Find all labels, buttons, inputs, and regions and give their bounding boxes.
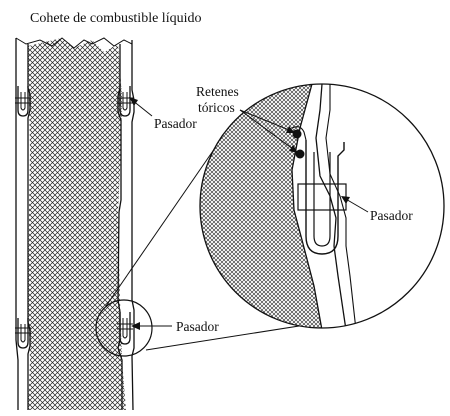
joint-upper-left — [15, 86, 31, 117]
label-orings-line1: Retenes — [196, 84, 239, 99]
label-pin-lower: Pasador — [176, 319, 219, 334]
oring-upper — [292, 129, 302, 139]
magnifier-line-upper — [105, 131, 227, 307]
label-pin-detail: Pasador — [370, 208, 413, 223]
detail-clevis — [305, 140, 345, 255]
leaders — [129, 97, 369, 330]
rocket-body — [15, 37, 135, 411]
oring-lower — [295, 149, 305, 159]
right-inner-wall — [117, 44, 123, 410]
torn-top-edge — [15, 37, 133, 49]
detail-tang — [313, 152, 331, 247]
left-inner-wall — [27, 44, 31, 410]
propellant-hatch — [28, 38, 126, 410]
arrow-pin-upper — [129, 97, 138, 106]
joint-lower-left — [15, 318, 31, 349]
arrow-oring-upper — [286, 126, 295, 133]
joint-lower-right — [117, 312, 133, 345]
arrow-pin-detail — [341, 196, 350, 204]
label-orings-line2: tóricos — [198, 100, 235, 115]
left-outer-wall — [15, 38, 19, 410]
right-outer-wall — [131, 40, 135, 411]
label-pin-upper: Pasador — [154, 116, 197, 131]
detail-circle-outline — [199, 83, 445, 329]
arrow-pin-lower — [131, 322, 140, 330]
arrow-oring-lower — [289, 145, 298, 153]
magnifier-small-circle — [95, 299, 153, 357]
diagram-title: Cohete de combustible líquido — [30, 11, 201, 26]
